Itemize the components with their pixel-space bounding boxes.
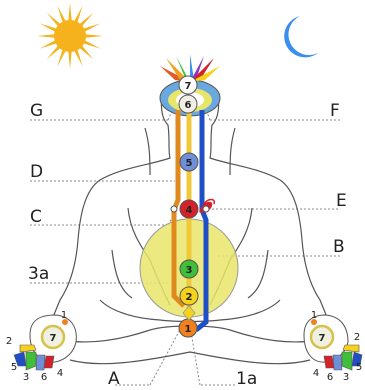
svg-text:1: 1 xyxy=(311,310,317,321)
label-E: E xyxy=(336,191,347,211)
label-3a: 3a xyxy=(28,264,49,284)
svg-text:1: 1 xyxy=(185,324,192,335)
svg-text:4: 4 xyxy=(57,368,63,379)
svg-text:3: 3 xyxy=(23,372,29,383)
sun-ray xyxy=(84,34,103,38)
chakra-4: 4 xyxy=(180,200,198,218)
label-C: C xyxy=(30,207,42,227)
svg-text:6: 6 xyxy=(327,372,333,383)
svg-text:3: 3 xyxy=(186,265,193,276)
svg-text:7: 7 xyxy=(50,333,57,344)
chakra-7: 7 xyxy=(179,76,197,94)
label-G: G xyxy=(30,101,43,121)
sun-ray xyxy=(37,34,56,38)
svg-text:2: 2 xyxy=(186,292,193,303)
sun-ray xyxy=(68,50,72,69)
svg-text:2: 2 xyxy=(354,332,360,343)
svg-text:7: 7 xyxy=(319,333,326,344)
left-hand: 7 1 2 3 4 5 6 xyxy=(6,310,76,383)
svg-text:7: 7 xyxy=(185,81,192,92)
svg-text:3: 3 xyxy=(343,372,349,383)
svg-text:5: 5 xyxy=(186,158,193,169)
channel-node-right xyxy=(203,206,209,212)
svg-text:5: 5 xyxy=(11,362,17,373)
label-B: B xyxy=(333,237,345,257)
moon-icon xyxy=(284,16,318,57)
svg-text:4: 4 xyxy=(313,368,319,379)
chakra-1: 1 xyxy=(179,319,197,337)
label-F: F xyxy=(330,101,340,121)
sun-ray xyxy=(68,3,72,22)
channel-node-left xyxy=(171,206,177,212)
label-D: D xyxy=(30,162,43,182)
sun-icon xyxy=(37,3,103,69)
chakra-6: 6 xyxy=(179,95,197,113)
chakra-2: 2 xyxy=(180,287,198,305)
svg-text:5: 5 xyxy=(356,362,362,373)
svg-text:4: 4 xyxy=(186,205,193,216)
svg-text:6: 6 xyxy=(185,100,192,111)
label-1a: 1a xyxy=(236,369,257,389)
svg-text:2: 2 xyxy=(6,336,12,347)
svg-text:1: 1 xyxy=(61,310,67,321)
label-A: A xyxy=(108,369,120,389)
svg-text:6: 6 xyxy=(41,372,47,383)
chakra-3: 3 xyxy=(180,260,198,278)
right-hand: 7 1 2 3 4 5 6 xyxy=(304,310,362,383)
chakra-5: 5 xyxy=(180,153,198,171)
